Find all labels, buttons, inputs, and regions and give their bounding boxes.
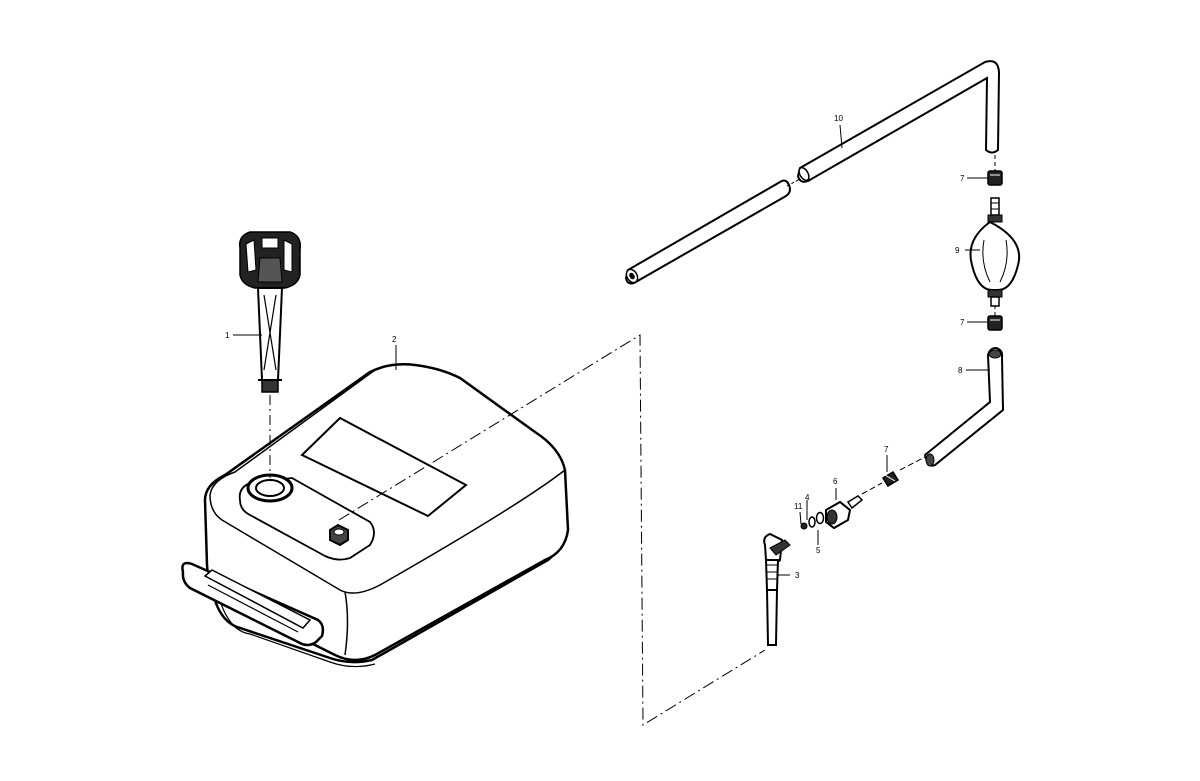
callout-9: 9: [955, 246, 960, 255]
fuel-hose-short: [923, 346, 1005, 467]
callout-5: 5: [816, 546, 821, 555]
callout-8: 8: [958, 366, 963, 375]
fuel-line-routing-dashed: [338, 334, 766, 726]
hose-clamp-upper: [987, 170, 1003, 186]
callout-2: 2: [392, 335, 397, 344]
callout-7-upper: 7: [960, 174, 965, 183]
callout-3: 3: [795, 571, 800, 580]
callout-7-lower: 7: [884, 445, 889, 454]
fuel-gauge-cap: [238, 231, 302, 393]
callout-7-middle: 7: [960, 318, 965, 327]
callout-4: 4: [805, 493, 810, 502]
clamp-alignment-line: [899, 456, 926, 471]
callout-10: 10: [834, 114, 843, 123]
hose-clamp-lower: [881, 470, 900, 488]
leader-lines: [233, 124, 990, 576]
connector-alignment-line: [861, 482, 883, 495]
callout-6: 6: [833, 477, 838, 486]
primer-bulb: [969, 197, 1021, 307]
small-fitting-parts: [800, 511, 825, 530]
fuel-hose-long: [624, 60, 1001, 285]
callout-1: 1: [225, 331, 230, 340]
hose-gap-dashed: [786, 178, 801, 187]
fuel-tank: [181, 363, 570, 668]
callout-labels: 1 2 3 4 5 6 7 7 7 8 9 10 11: [225, 114, 965, 580]
hose-clamp-middle: [987, 315, 1003, 331]
callout-11: 11: [794, 502, 803, 511]
elbow-fitting: [763, 532, 791, 646]
fuel-connector: [825, 495, 864, 530]
